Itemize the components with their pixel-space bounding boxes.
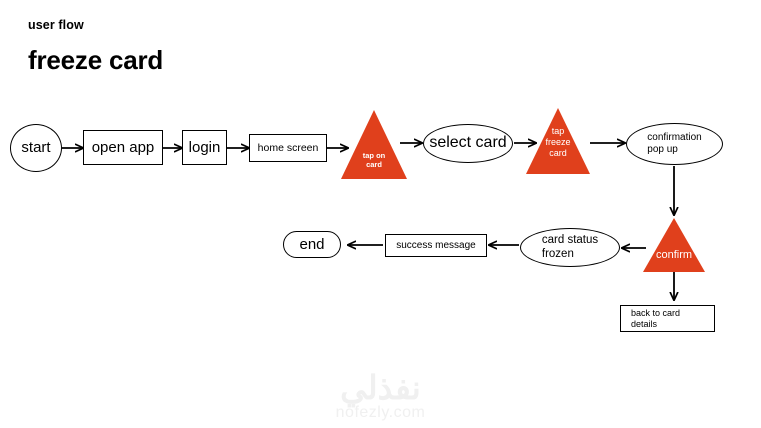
- node-open-app[interactable]: open app: [83, 130, 163, 165]
- node-login[interactable]: login: [182, 130, 227, 165]
- triangle-shape-icon: [643, 218, 705, 272]
- node-home-screen[interactable]: home screen: [249, 134, 327, 162]
- page-eyebrow: user flow: [28, 18, 84, 32]
- node-login-label: login: [188, 138, 221, 156]
- node-confirmation-line-2: pop up: [647, 144, 678, 155]
- node-end[interactable]: end: [283, 231, 341, 258]
- node-tap-freeze-card[interactable]: tap freeze card: [525, 106, 591, 176]
- node-confirm[interactable]: confirm: [642, 216, 706, 274]
- node-back-to-card-line-1: back to card: [631, 307, 681, 318]
- triangle-shape-icon: [341, 110, 407, 179]
- node-end-label: end: [299, 235, 325, 253]
- node-open-app-label: open app: [91, 138, 155, 156]
- node-select-card-label: select card: [429, 134, 507, 152]
- node-start-label: start: [21, 139, 51, 157]
- node-back-to-card-details[interactable]: back to card details: [620, 305, 715, 332]
- node-success-message[interactable]: success message: [385, 234, 487, 257]
- page-title: freeze card: [28, 45, 164, 75]
- node-home-screen-label: home screen: [257, 141, 319, 154]
- node-select-card[interactable]: select card: [423, 124, 513, 163]
- node-confirmation-pop-up[interactable]: confirmation pop up: [626, 123, 723, 165]
- triangle-shape-icon: [526, 108, 590, 174]
- node-success-message-label: success message: [396, 239, 476, 251]
- node-start[interactable]: start: [10, 124, 62, 172]
- watermark-arabic: نفذلي: [340, 369, 421, 406]
- node-card-status-frozen[interactable]: card status frozen: [520, 228, 620, 267]
- watermark-latin: nofezly.com: [335, 404, 426, 421]
- node-card-status-line-2: frozen: [541, 247, 574, 260]
- node-tap-on-card[interactable]: tap on card: [340, 108, 408, 181]
- node-back-to-card-line-2: details: [631, 318, 658, 329]
- node-confirmation-line-1: confirmation: [647, 132, 702, 144]
- node-card-status-line-1: card status: [541, 233, 599, 246]
